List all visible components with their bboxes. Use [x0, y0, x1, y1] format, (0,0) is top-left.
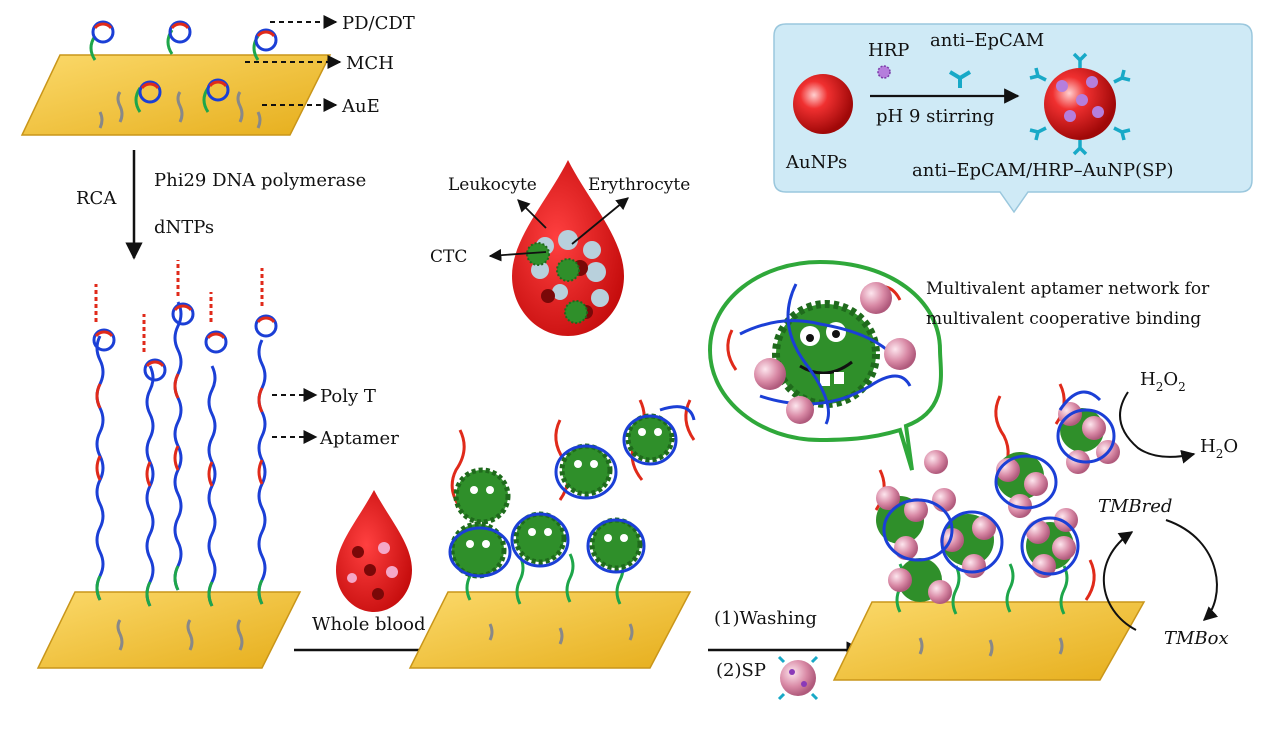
- label-sp: (2)SP: [716, 660, 766, 681]
- inset-aunps: AuNPs: [785, 152, 847, 173]
- rca-step: RCA Phi29 DNA polymerase dNTPs: [76, 150, 366, 260]
- label-multivalent-2: multivalent cooperative binding: [926, 309, 1201, 329]
- label-ctc: CTC: [430, 247, 467, 267]
- inset-hrp: HRP: [868, 40, 909, 61]
- electrode-step2: Poly T Aptamer: [36, 260, 399, 669]
- redox-cycle: H2O2 H2O TMBred TMBox: [1098, 369, 1238, 649]
- label-aue: AuE: [341, 96, 380, 117]
- hrp-icon: [877, 65, 891, 79]
- aunp-sphere: [793, 74, 853, 134]
- label-erythrocyte: Erythrocyte: [588, 175, 690, 195]
- label-phi29: Phi29 DNA polymerase: [154, 170, 366, 191]
- label-leukocyte: Leukocyte: [448, 175, 537, 195]
- blood-drop-detail: Leukocyte Erythrocyte CTC: [430, 160, 690, 336]
- rca-strands: [92, 260, 278, 651]
- captured-ctc-cells: [449, 413, 675, 579]
- inset-condition: pH 9 stirring: [876, 106, 994, 127]
- label-poly-t: Poly T: [320, 386, 376, 407]
- label-rca: RCA: [76, 188, 117, 209]
- antibody-icon: [948, 70, 972, 88]
- sp-nanoparticle-icon: [1029, 52, 1131, 156]
- label-whole-blood: Whole blood: [312, 614, 426, 635]
- inset-product: anti–EpCAM/HRP–AuNP(SP): [912, 160, 1174, 181]
- washing-sp-step: (1)Washing (2)SP: [708, 608, 864, 701]
- label-multivalent-1: Multivalent aptamer network for: [926, 279, 1210, 299]
- label-h2o: H2O: [1200, 436, 1238, 461]
- whole-blood-step: Whole blood: [294, 490, 450, 659]
- label-pd-cdt: PD/CDT: [342, 13, 415, 34]
- label-h2o2: H2O2: [1140, 369, 1186, 394]
- sp-synthesis-panel: AuNPs HRP anti–EpCAM pH 9 stirring anti–…: [773, 23, 1253, 214]
- electrode-step3: [408, 399, 696, 669]
- electrode-step4: [832, 383, 1146, 681]
- electrode-step1: PD/CDT MCH AuE: [20, 13, 415, 136]
- label-mch: MCH: [346, 53, 394, 74]
- label-aptamer: Aptamer: [319, 428, 399, 449]
- zoom-bubble: [707, 259, 943, 471]
- label-tmb-ox: TMBox: [1164, 628, 1229, 649]
- step1-probes: [89, 20, 278, 129]
- label-tmb-red: TMBred: [1098, 496, 1172, 517]
- bound-sp-particles: [876, 402, 1120, 604]
- label-dntps: dNTPs: [154, 217, 214, 238]
- inset-anti-epcam: anti–EpCAM: [930, 30, 1044, 51]
- sp-small-icon: [780, 660, 816, 696]
- label-washing: (1)Washing: [714, 608, 817, 629]
